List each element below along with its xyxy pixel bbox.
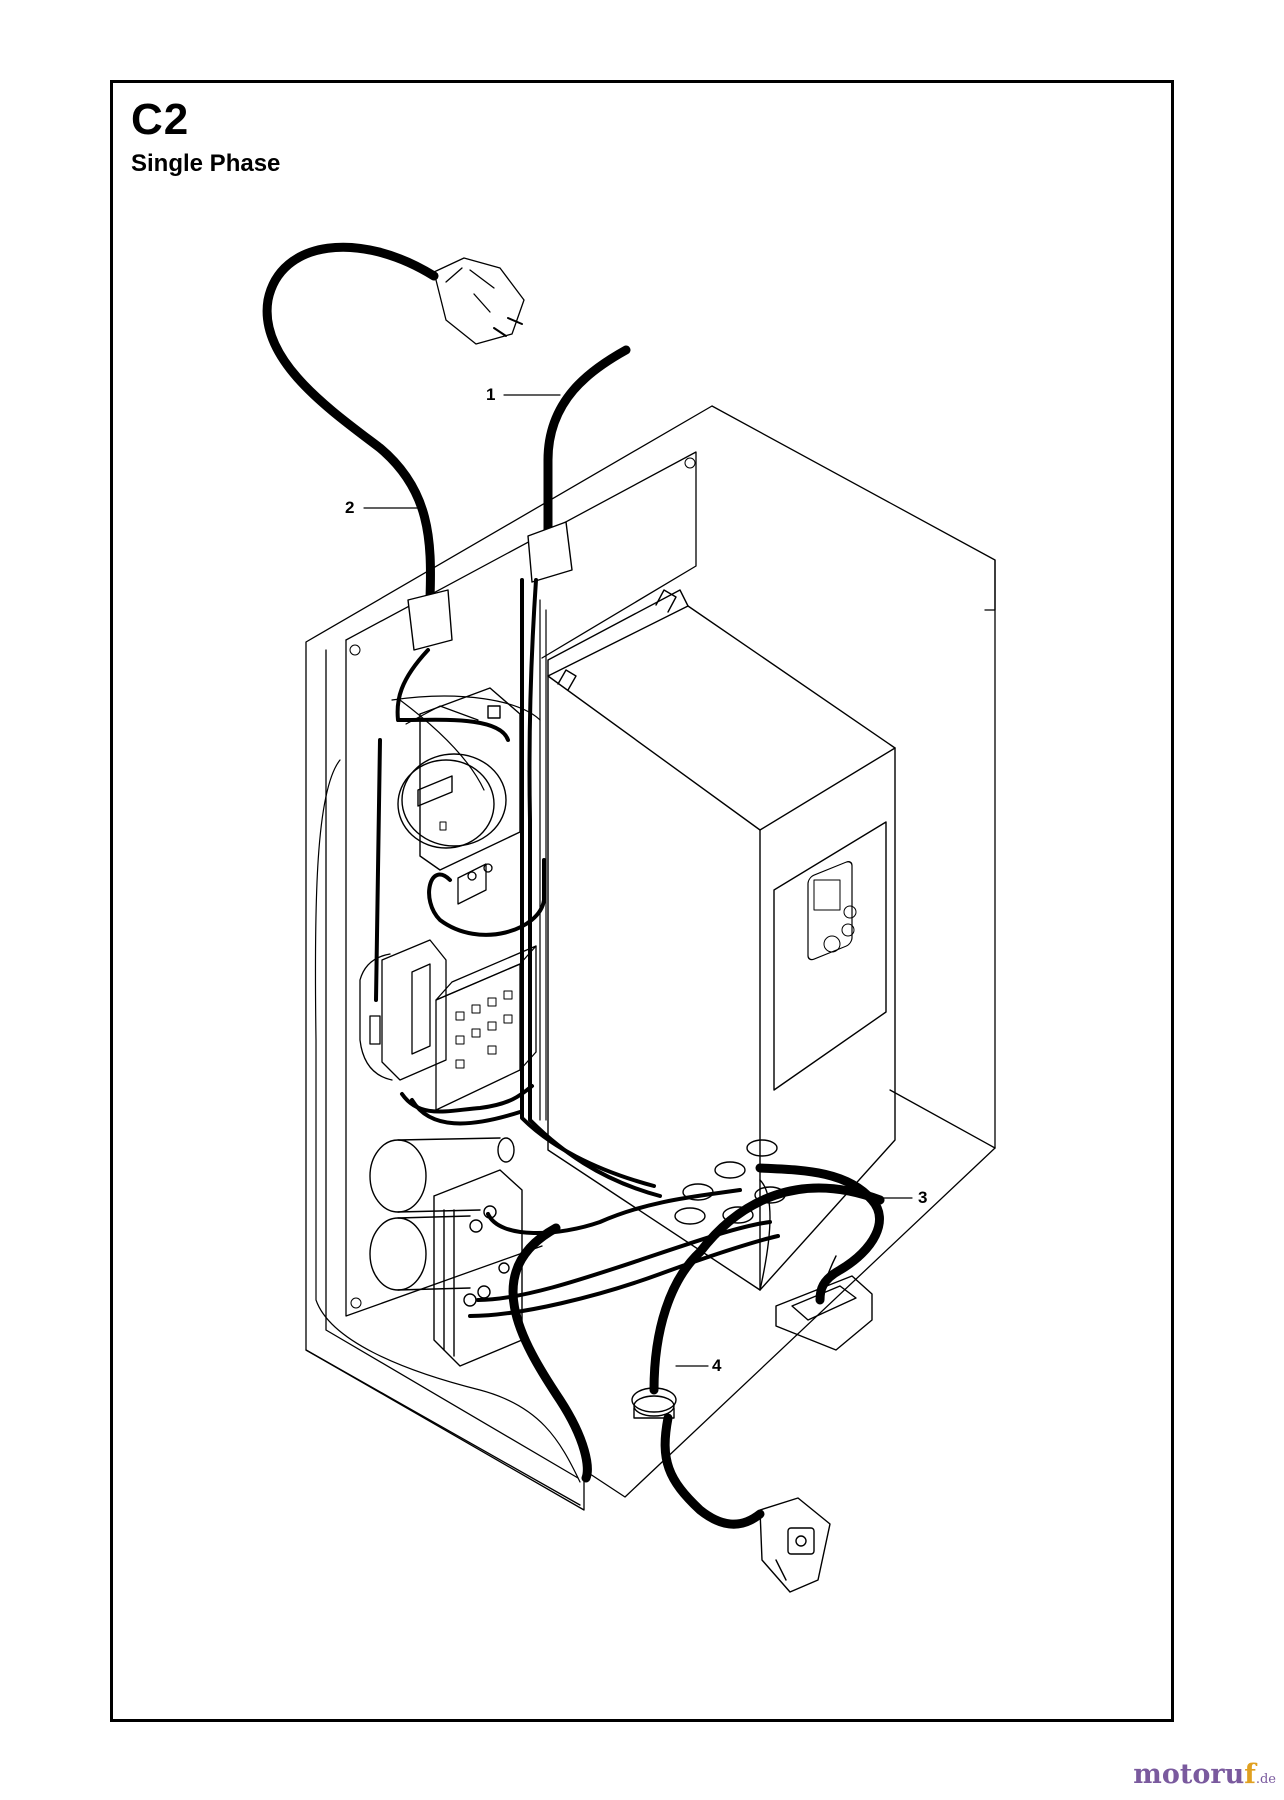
watermark-brand: motoru [1133, 1759, 1245, 1790]
inverter-unit [547, 589, 896, 1291]
cable-glands-top [407, 521, 573, 651]
callout-leaders [363, 394, 913, 1367]
watermark-logo: motoruf.de [1133, 1759, 1276, 1790]
figure-subtitle: Single Phase [131, 150, 281, 177]
socket-outlet [775, 1255, 873, 1351]
callout-4: 4 [712, 1356, 722, 1375]
thick-cables [262, 242, 885, 1529]
mains-plug [433, 257, 525, 345]
watermark-brand-accent: f [1244, 1759, 1256, 1790]
capacitors [369, 1137, 523, 1367]
callout-2: 2 [345, 498, 355, 517]
internal-wiring [374, 578, 780, 1318]
terminal-block [457, 863, 493, 905]
diagram-frame [110, 80, 1174, 1722]
connector-plug [759, 1497, 831, 1593]
figure-code: C2 [131, 95, 190, 144]
thin-wiring [314, 599, 581, 1483]
breaker-contactor [359, 939, 537, 1111]
hour-meter [397, 687, 521, 871]
callout-3: 3 [918, 1188, 928, 1207]
watermark-tld: .de [1255, 1772, 1276, 1787]
callout-1: 1 [486, 385, 496, 404]
enclosure-box [305, 405, 996, 1511]
